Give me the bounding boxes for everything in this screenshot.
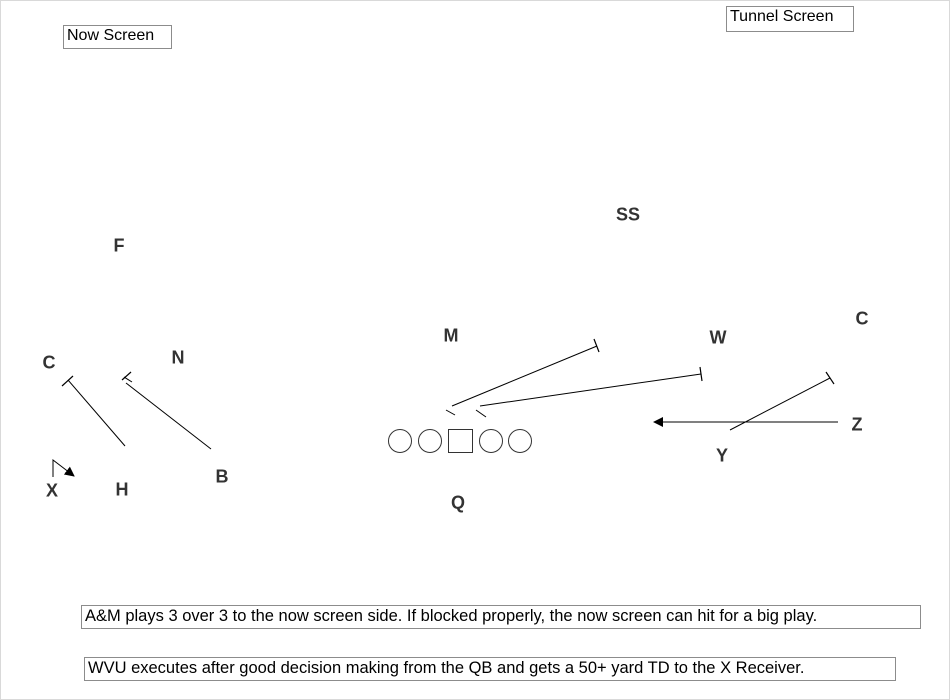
player-n: N [171, 347, 185, 368]
lineman-block-1 [451, 345, 598, 407]
b-block-line [125, 382, 212, 450]
player-x: X [45, 480, 59, 501]
player-q: Q [450, 492, 466, 513]
caption-line-2: WVU executes after good decision making … [84, 657, 896, 681]
left-tackle [388, 429, 412, 453]
player-c-right: C [855, 308, 869, 329]
lineman-block-2-hook [475, 409, 487, 418]
player-c-left: C [42, 352, 56, 373]
player-y: Y [715, 445, 729, 466]
b-block-cap-2 [123, 376, 133, 383]
right-tackle [508, 429, 532, 453]
player-z: Z [851, 414, 863, 435]
left-guard [418, 429, 442, 453]
center-square [448, 429, 473, 453]
lineman-block-2 [479, 373, 702, 407]
y-block-cap [825, 371, 835, 385]
now-screen-title: Now Screen [63, 25, 172, 49]
lineman-block-1-cap [593, 338, 600, 353]
y-block-line [729, 377, 831, 431]
player-h: H [115, 479, 129, 500]
player-ss: SS [615, 204, 641, 225]
lineman-block-2-cap [699, 366, 703, 382]
x-route [52, 458, 75, 477]
player-w: W [709, 327, 727, 348]
player-f: F [113, 235, 125, 256]
player-m: M [443, 325, 459, 346]
right-guard [479, 429, 503, 453]
h-block-line [67, 379, 126, 447]
player-b: B [215, 466, 229, 487]
b-block-cap [121, 371, 132, 381]
h-block-cap [61, 375, 74, 387]
tunnel-screen-title: Tunnel Screen [726, 6, 854, 32]
caption-line-1: A&M plays 3 over 3 to the now screen sid… [81, 605, 921, 629]
lineman-block-1-hook [445, 409, 456, 416]
